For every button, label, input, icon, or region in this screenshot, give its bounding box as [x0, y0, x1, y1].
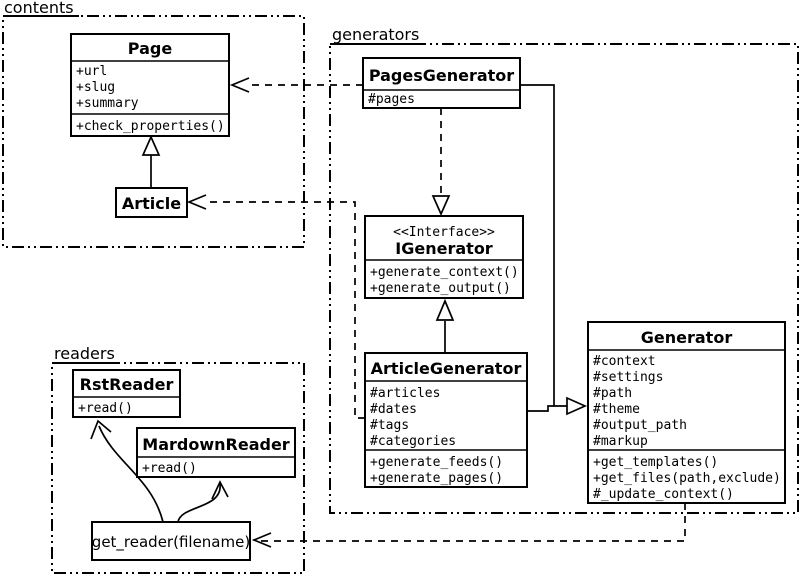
class-attribute: #output_path	[593, 418, 687, 433]
class-title: Article	[122, 194, 181, 213]
class-attribute: #tags	[370, 418, 409, 433]
package-readers-border	[51, 362, 305, 574]
class-title: ArticleGenerator	[371, 359, 522, 378]
hollow-triangle-arrowhead-icon	[141, 134, 161, 156]
class-attribute: +summary	[76, 96, 139, 111]
class-title: Generator	[641, 328, 733, 347]
open-arrowhead-icon	[251, 532, 272, 548]
package-readers-label: readers	[54, 344, 115, 363]
class-attribute: #categories	[370, 434, 456, 449]
class-method: +generate_pages()	[370, 471, 503, 486]
class-attribute: #pages	[368, 92, 415, 107]
class-mardownreader-frame	[136, 427, 296, 478]
relation-generators-inherit-generator	[520, 84, 588, 416]
class-method: +generate_context()	[370, 265, 519, 280]
hollow-triangle-arrowhead-icon	[435, 298, 455, 321]
class-generator: Generator #context #settings #path #them…	[587, 321, 786, 504]
class-generator-frame	[587, 321, 786, 504]
class-page: Page +url +slug +summary +check_properti…	[70, 33, 230, 137]
package-generators-border	[329, 43, 799, 514]
package-contents: contents	[2, 0, 305, 248]
curved-link-line	[177, 483, 221, 523]
class-articlegenerator: ArticleGenerator #articles #dates #tags …	[364, 352, 528, 488]
class-attribute: #settings	[593, 370, 663, 385]
class-rstreader: RstReader +read()	[72, 369, 181, 418]
class-title: IGenerator	[395, 239, 493, 258]
inheritance-line-articlegenerator	[527, 405, 554, 412]
class-article-frame	[115, 187, 188, 218]
class-title: Page	[128, 39, 173, 58]
package-contents-label: contents	[4, 0, 74, 17]
package-contents-border	[2, 15, 305, 248]
class-method: +check_properties()	[76, 119, 225, 134]
class-attribute: #markup	[593, 434, 648, 449]
relation-getreader-to-mardownreader	[177, 480, 229, 523]
hollow-triangle-arrowhead-icon	[566, 396, 588, 416]
class-title: PagesGenerator	[369, 66, 514, 85]
open-arrowhead-icon	[186, 194, 207, 210]
interface-igenerator: <<Interface>> IGenerator +generate_conte…	[364, 215, 524, 299]
class-pagesgenerator-frame	[362, 57, 521, 109]
interface-stereotype: <<Interface>>	[393, 225, 495, 240]
class-attribute: #dates	[370, 402, 417, 417]
dependency-line	[207, 201, 365, 419]
class-method: +get_files(path,exclude)	[593, 471, 781, 486]
class-title: MardownReader	[142, 435, 290, 454]
class-title: RstReader	[80, 375, 174, 394]
relation-article-inherits-page	[141, 134, 161, 188]
class-method: +read()	[78, 401, 133, 416]
class-page-frame	[70, 33, 230, 137]
curved-link-line	[98, 425, 164, 523]
relation-pagesgenerator-realizes-igenerator	[431, 108, 451, 217]
node-get-reader-label: get_reader(filename)	[92, 533, 250, 552]
class-article: Article	[115, 187, 188, 218]
relation-generator-depends-getreader	[251, 503, 686, 548]
class-attribute: +url	[76, 64, 107, 79]
class-attribute: +slug	[76, 80, 115, 95]
hollow-triangle-arrowhead-icon	[431, 195, 451, 217]
package-readers: readers	[51, 344, 305, 574]
open-arrowhead-icon	[211, 480, 229, 500]
node-get-reader-frame	[91, 521, 251, 561]
relation-pagesgenerator-depends-page	[229, 77, 363, 93]
relation-getreader-to-rstreader	[90, 419, 164, 523]
inheritance-line-pagesgenerator	[520, 84, 567, 407]
class-attribute: #theme	[593, 402, 640, 417]
class-method: #_update_context()	[593, 487, 734, 502]
class-method: +generate_feeds()	[370, 455, 503, 470]
relation-articlegenerator-depends-article	[186, 194, 365, 419]
class-pagesgenerator: PagesGenerator #pages	[362, 57, 521, 109]
interface-igenerator-frame	[364, 215, 524, 299]
class-mardownreader: MardownReader +read()	[136, 427, 296, 478]
open-arrowhead-icon	[90, 419, 112, 440]
relation-articlegenerator-inherits-igenerator	[435, 298, 455, 353]
class-attribute: #articles	[370, 386, 440, 401]
class-method: +read()	[142, 461, 197, 476]
class-articlegenerator-frame	[364, 352, 528, 488]
open-arrowhead-icon	[229, 77, 250, 93]
class-attribute: #path	[593, 386, 632, 401]
node-get-reader: get_reader(filename)	[91, 521, 251, 561]
class-rstreader-frame	[72, 369, 181, 418]
class-attribute: #context	[593, 354, 656, 369]
package-generators: generators	[329, 25, 799, 514]
class-method: +generate_output()	[370, 281, 511, 296]
package-generators-label: generators	[332, 25, 419, 44]
class-method: +get_templates()	[593, 455, 718, 470]
